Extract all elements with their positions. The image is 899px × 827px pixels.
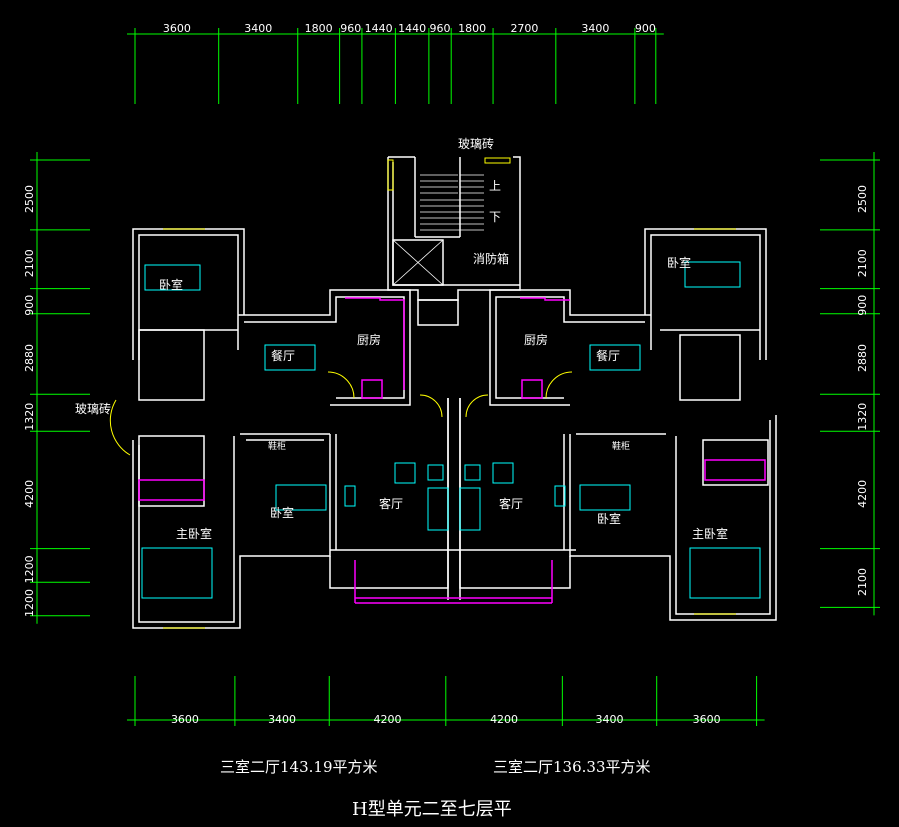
bedroom-nw-label: 卧室 xyxy=(159,277,183,292)
dimension-label: 2100 xyxy=(23,249,36,277)
dimension-label: 960 xyxy=(340,22,361,35)
drawing-title: H型单元二至七层平 xyxy=(352,799,512,820)
glass-brick-left-label: 玻璃砖 xyxy=(75,401,111,416)
dimension-labels: 3600 3400 1800 960 1440 1440 960 1800 2700 3400 90… xyxy=(23,22,869,726)
dimension-label: 1200 xyxy=(23,555,36,583)
dimension-label: 900 xyxy=(23,295,36,316)
master-left-label: 主卧室 xyxy=(176,526,212,541)
walls xyxy=(132,156,777,629)
dimension-label: 3400 xyxy=(596,713,624,726)
dimension-label: 3400 xyxy=(268,713,296,726)
kitchen-left-label: 厨房 xyxy=(357,332,381,347)
dining-right-label: 餐厅 xyxy=(596,348,620,363)
bedroom-se-label: 卧室 xyxy=(597,511,621,526)
dimension-lines xyxy=(30,28,880,726)
dimension-label: 1440 xyxy=(398,22,426,35)
stair-up-label: 上 xyxy=(489,179,501,193)
dimension-label: 2880 xyxy=(23,344,36,372)
master-right-label: 主卧室 xyxy=(692,526,728,541)
stair-down-label: 下 xyxy=(489,210,501,224)
right-unit-caption: 三室二厅136.33平方米 xyxy=(493,758,651,776)
dimension-label: 1440 xyxy=(365,22,393,35)
dimension-label: 4200 xyxy=(856,480,869,508)
dimension-label: 900 xyxy=(856,295,869,316)
dimension-label: 3400 xyxy=(244,22,272,35)
dimension-label: 1800 xyxy=(458,22,486,35)
dimension-label: 3600 xyxy=(693,713,721,726)
dimension-label: 1320 xyxy=(23,403,36,431)
living-left-label: 客厅 xyxy=(379,496,403,511)
dimension-label: 3400 xyxy=(581,22,609,35)
dimension-label: 2500 xyxy=(856,185,869,213)
dining-left-label: 餐厅 xyxy=(271,348,295,363)
dimension-label: 3600 xyxy=(171,713,199,726)
dimension-label: 1800 xyxy=(305,22,333,35)
dimension-label: 2880 xyxy=(856,344,869,372)
glass-brick-top-label: 玻璃砖 xyxy=(458,136,494,151)
dimension-label: 1200 xyxy=(23,589,36,617)
dimension-label: 900 xyxy=(635,22,656,35)
balcony-rails xyxy=(138,297,766,604)
room-labels: 玻璃砖 玻璃砖 上 下 消防箱 卧室 卧室 餐厅 餐厅 厨房 厨房 客厅 客厅 … xyxy=(75,136,728,541)
kitchen-right-label: 厨房 xyxy=(524,332,548,347)
fire-box-label: 消防箱 xyxy=(473,251,509,266)
dimension-label: 4200 xyxy=(23,480,36,508)
furniture xyxy=(141,261,761,599)
door-swings xyxy=(109,157,736,629)
bedroom-ne-label: 卧室 xyxy=(667,255,691,270)
shoe-cabinet-left-label: 鞋柜 xyxy=(268,440,286,452)
left-unit-caption: 三室二厅143.19平方米 xyxy=(220,758,378,776)
dimension-label: 3600 xyxy=(163,22,191,35)
dimension-label: 1320 xyxy=(856,403,869,431)
dimension-label: 2700 xyxy=(510,22,538,35)
bedroom-sw-label: 卧室 xyxy=(270,505,294,520)
dimension-label: 4200 xyxy=(374,713,402,726)
shoe-cabinet-right-label: 鞋柜 xyxy=(612,440,630,452)
dimension-label: 960 xyxy=(430,22,451,35)
dimension-label: 2500 xyxy=(23,185,36,213)
living-right-label: 客厅 xyxy=(499,496,523,511)
dimension-label: 2100 xyxy=(856,568,869,596)
stair-treads xyxy=(392,174,484,286)
dimension-label: 4200 xyxy=(490,713,518,726)
dimension-label: 2100 xyxy=(856,249,869,277)
